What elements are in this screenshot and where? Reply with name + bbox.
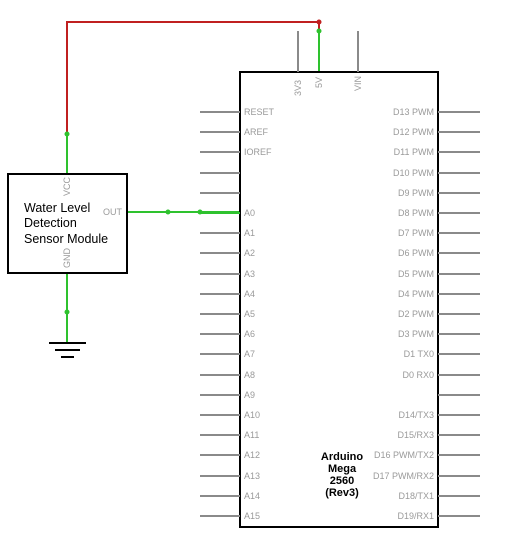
left-pin-label: A2 xyxy=(244,248,255,258)
sensor-pin-vcc: VCC xyxy=(62,176,72,196)
left-pin-label: A6 xyxy=(244,329,255,339)
board-name-line-1: Arduino xyxy=(321,451,363,463)
right-pin-label: D12 PWM xyxy=(393,127,434,137)
left-pin-label: A13 xyxy=(244,471,260,481)
right-pins: D13 PWM D12 PWM D11 PWM D10 PWM D9 PWM D8 PWM… xyxy=(373,107,480,521)
sensor-name-line-3: Sensor Module xyxy=(24,232,108,246)
right-pin-label: D18/TX1 xyxy=(398,491,434,501)
right-pin-label: D8 PWM xyxy=(398,208,434,218)
right-pin-label: D5 PWM xyxy=(398,269,434,279)
left-pin-label: A11 xyxy=(244,430,259,440)
left-pin-label: A5 xyxy=(244,309,255,319)
left-pin-label: A10 xyxy=(244,410,260,420)
board-name-line-4: (Rev3) xyxy=(325,487,359,499)
sensor-name-line-1: Water Level xyxy=(24,201,90,215)
right-pin-label: D7 PWM xyxy=(398,228,434,238)
right-pin-label: D14/TX3 xyxy=(398,410,434,420)
top-pin-3v3: 3V3 xyxy=(293,80,303,96)
left-pin-label: A3 xyxy=(244,269,255,279)
left-pin-label: A4 xyxy=(244,289,255,299)
right-pin-label: D10 PWM xyxy=(393,168,434,178)
top-pin-vin: VIN xyxy=(353,76,363,91)
sensor-pin-gnd: GND xyxy=(62,248,72,269)
right-pin-label: D9 PWM xyxy=(398,188,434,198)
right-pin-label: D0 RX0 xyxy=(402,370,434,380)
left-pin-label: RESET xyxy=(244,107,275,117)
top-pins: 3V3 5V VIN xyxy=(293,31,363,96)
left-pin-label: A7 xyxy=(244,349,255,359)
right-pin-label: D1 TX0 xyxy=(404,349,434,359)
right-pin-label: D11 PWM xyxy=(394,147,434,157)
power-wire xyxy=(64,19,322,174)
right-pin-label: D19/RX1 xyxy=(397,511,434,521)
top-pin-5v: 5V xyxy=(314,77,324,88)
right-pin-label: D17 PWM/RX2 xyxy=(373,471,434,481)
left-pins: RESET AREF IOREF A0A1A2A3A4A5A6A7A8A9A10A11… xyxy=(200,107,275,521)
right-pin-label: D4 PWM xyxy=(398,289,434,299)
left-pin-label: A1 xyxy=(244,228,255,238)
board-name-line-3: 2560 xyxy=(330,475,354,487)
right-pin-label: D13 PWM xyxy=(393,107,434,117)
sensor-name-line-2: Detection xyxy=(24,216,77,230)
right-pin-label: D3 PWM xyxy=(398,329,434,339)
left-pin-label: A14 xyxy=(244,491,260,501)
left-pin-label: A0 xyxy=(244,208,255,218)
left-pin-label: A8 xyxy=(244,370,255,380)
left-pin-label: A15 xyxy=(244,511,260,521)
right-pin-label: D16 PWM/TX2 xyxy=(374,450,434,460)
left-pin-label: AREF xyxy=(244,127,269,137)
arduino-board: Arduino Mega 2560 (Rev3) xyxy=(239,71,439,528)
right-pin-label: D6 PWM xyxy=(398,248,434,258)
ground-symbol-icon xyxy=(49,342,86,358)
sensor-pin-out: OUT xyxy=(103,207,123,217)
left-pin-label: A12 xyxy=(244,450,260,460)
board-name-line-2: Mega xyxy=(328,463,357,475)
right-pin-label: D15/RX3 xyxy=(397,430,434,440)
sensor-module: Water Level Detection Sensor Module OUT … xyxy=(7,173,128,274)
left-pin-label: IOREF xyxy=(244,147,272,157)
ground-wire xyxy=(64,273,70,342)
right-pin-label: D2 PWM xyxy=(398,309,434,319)
left-pin-label: A9 xyxy=(244,390,255,400)
